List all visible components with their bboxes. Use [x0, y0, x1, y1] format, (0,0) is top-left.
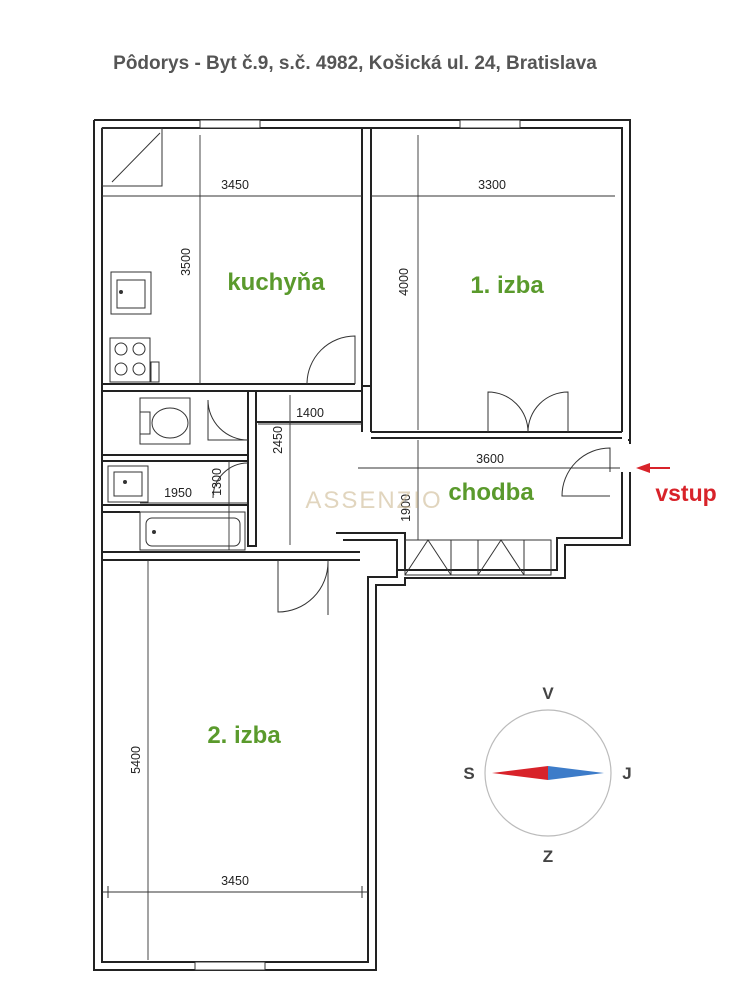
dim-room2-width: 3450 [221, 874, 249, 888]
entrance-label: vstup [655, 480, 716, 506]
dim-bath-width: 1950 [164, 486, 192, 500]
dim-wc-width: 1400 [296, 406, 324, 420]
interior-walls [102, 127, 622, 576]
room-label-kitchen: kuchyňa [227, 269, 325, 296]
dim-kitchen-depth: 3500 [179, 248, 193, 276]
stove-icon [109, 337, 151, 383]
outer-walls [93, 119, 634, 971]
watermark: ASSENZIO [305, 487, 442, 514]
dim-room1-depth: 4000 [397, 268, 411, 296]
compass-east-label: J [622, 764, 631, 783]
compass [484, 709, 612, 837]
dim-room2-depth: 5400 [129, 746, 143, 774]
dim-bath-depth: 1300 [210, 468, 224, 496]
dimension-lines [102, 135, 620, 960]
compass-south-label: Z [543, 847, 553, 866]
room-label-hall: chodba [448, 479, 534, 506]
dim-hall-depth: 1900 [399, 494, 413, 522]
compass-east-arrow-icon [548, 766, 604, 780]
entrance-arrow-icon [636, 463, 670, 473]
room-label-room2: 2. izba [207, 722, 281, 749]
doors [207, 335, 611, 615]
room-label-room1: 1. izba [470, 272, 544, 299]
dim-room1-width: 3300 [478, 178, 506, 192]
compass-west-arrow-icon [492, 766, 548, 780]
dim-wc-depth: 2450 [271, 426, 285, 454]
dim-hall-length: 3600 [476, 452, 504, 466]
compass-circle [484, 709, 612, 837]
kitchen-counter [101, 127, 163, 187]
compass-west-label: S [463, 764, 474, 783]
plan-title: Pôdorys - Byt č.9, s.č. 4982, Košická ul… [113, 53, 597, 74]
dim-kitchen-width: 3450 [221, 178, 249, 192]
compass-north-label: V [542, 684, 554, 703]
